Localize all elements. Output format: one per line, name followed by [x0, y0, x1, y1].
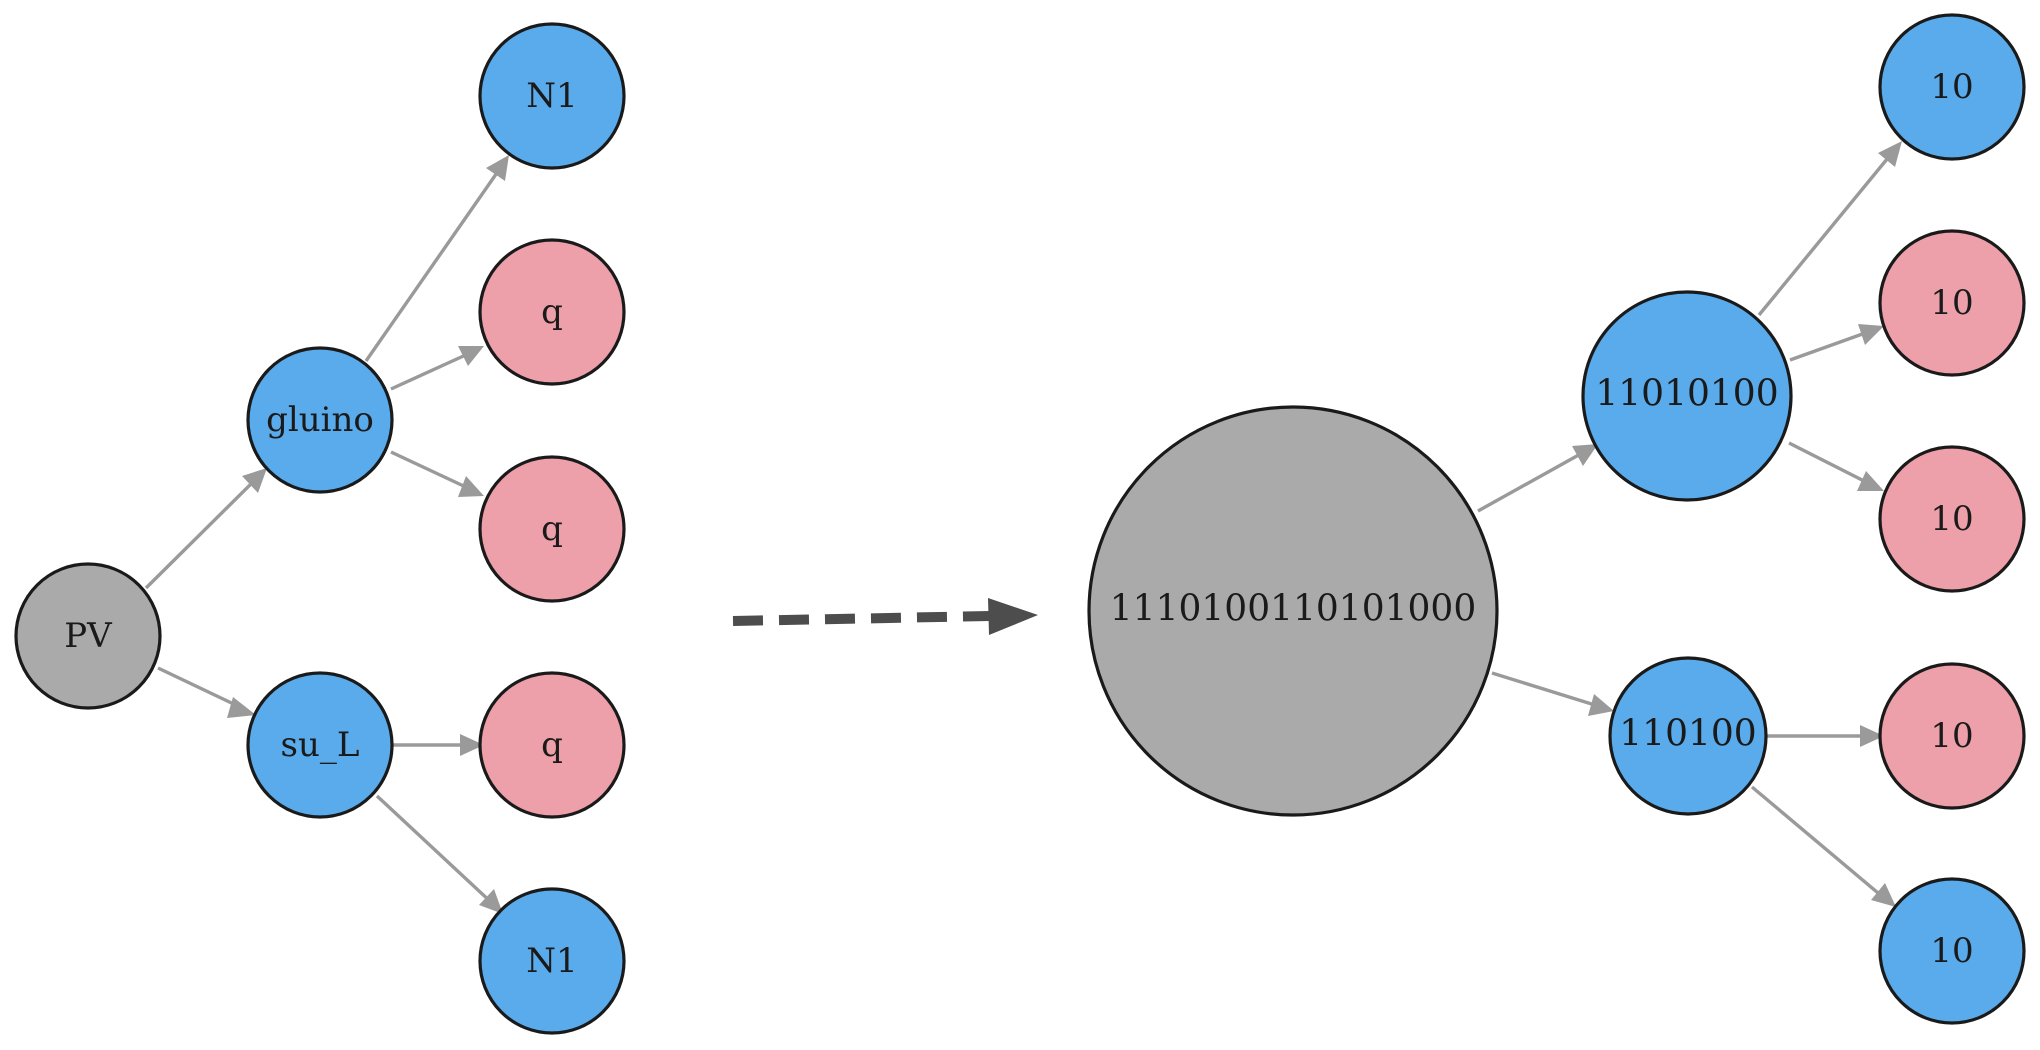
edge-pv-gluino	[144, 468, 267, 590]
node-su-l: su_L	[246, 671, 394, 819]
node-n1-top-label: N1	[526, 76, 577, 116]
node-encoded-u1-label: 10	[1930, 67, 1973, 107]
node-q-1-label: q	[541, 292, 563, 332]
edge-sul-q	[393, 734, 484, 756]
node-encoded-lower: 110100	[1608, 656, 1768, 816]
right-tree-edges	[1477, 141, 1902, 907]
node-encoded-root: 1110100110101000	[1087, 405, 1499, 817]
node-encoded-root-label: 1110100110101000	[1110, 589, 1476, 630]
node-encoded-l2: 10	[1878, 877, 2026, 1025]
node-q-3-label: q	[541, 725, 563, 765]
edge-gluino-q1	[390, 346, 484, 391]
edge-sul-n1	[375, 794, 503, 914]
node-q-2-label: q	[541, 509, 563, 549]
node-n1-bottom-label: N1	[526, 941, 577, 981]
edge-root-lower	[1491, 671, 1614, 716]
edge-gluino-n1	[364, 155, 509, 362]
edge-upper-c2	[1789, 324, 1884, 362]
transform-arrow	[732, 598, 1038, 635]
edge-lower-c2	[1750, 785, 1896, 907]
edge-upper-c1	[1757, 141, 1902, 317]
node-encoded-u3: 10	[1878, 445, 2026, 593]
node-encoded-upper-label: 11010100	[1595, 374, 1778, 415]
edge-lower-c1	[1767, 725, 1884, 747]
node-n1-top: N1	[478, 22, 626, 170]
node-encoded-upper: 11010100	[1581, 290, 1793, 502]
left-tree-edges	[144, 155, 509, 914]
node-encoded-l1: 10	[1878, 662, 2026, 810]
node-pv-label: PV	[64, 616, 113, 656]
edge-gluino-q2	[390, 450, 484, 497]
node-q-1: q	[478, 238, 626, 386]
edge-root-upper	[1477, 444, 1598, 513]
node-gluino: gluino	[246, 346, 394, 494]
node-gluino-label: gluino	[266, 400, 374, 440]
node-n1-bottom: N1	[478, 887, 626, 1035]
node-encoded-u2-label: 10	[1930, 283, 1973, 323]
node-encoded-u1: 10	[1878, 13, 2026, 161]
node-encoded-u3-label: 10	[1930, 499, 1973, 539]
node-encoded-l1-label: 10	[1930, 716, 1973, 756]
node-encoded-l2-label: 10	[1930, 931, 1973, 971]
node-pv: PV	[14, 562, 162, 710]
edge-pv-sul	[157, 666, 256, 718]
node-q-3: q	[478, 671, 626, 819]
node-encoded-u2: 10	[1878, 229, 2026, 377]
edge-upper-c3	[1788, 441, 1884, 491]
node-encoded-lower-label: 110100	[1619, 714, 1756, 755]
node-q-2: q	[478, 455, 626, 603]
right-tree-nodes: 1110100110101000 11010100 110100 10 10 1…	[1087, 13, 2026, 1025]
left-tree-nodes: PV gluino su_L N1 q q q N1	[14, 22, 626, 1035]
node-su-l-label: su_L	[281, 725, 360, 765]
